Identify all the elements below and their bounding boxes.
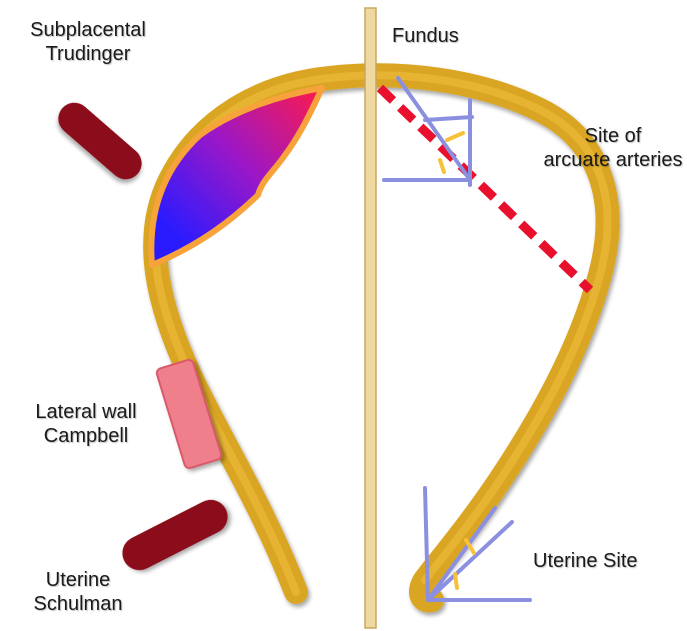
- lateral-wall-label: Lateral wall Campbell: [16, 400, 156, 448]
- uterine-site-label: Uterine Site: [533, 549, 638, 573]
- subplacental-label-line2: Trudinger: [8, 42, 168, 66]
- uterine-schulman-label-line1: Uterine: [16, 568, 140, 592]
- uterine-probe-icon: [116, 494, 233, 576]
- fundus-label: Fundus: [392, 24, 459, 48]
- uterine-schulman-label-line2: Schulman: [16, 592, 140, 616]
- midline-axis: [365, 8, 376, 628]
- uterine-schulman-label: Uterine Schulman: [16, 568, 140, 616]
- arcuate-label-line1: Site of: [538, 124, 687, 148]
- subplacental-label-line1: Subplacental: [8, 18, 168, 42]
- arcuate-label: Site of arcuate arteries: [538, 124, 687, 172]
- placenta-shape: [151, 88, 322, 265]
- arcuate-label-line2: arcuate arteries: [538, 148, 687, 172]
- subplacental-probe-icon: [52, 96, 148, 186]
- subplacental-label: Subplacental Trudinger: [8, 18, 168, 66]
- lateral-wall-label-line1: Lateral wall: [16, 400, 156, 424]
- lateral-wall-label-line2: Campbell: [16, 424, 156, 448]
